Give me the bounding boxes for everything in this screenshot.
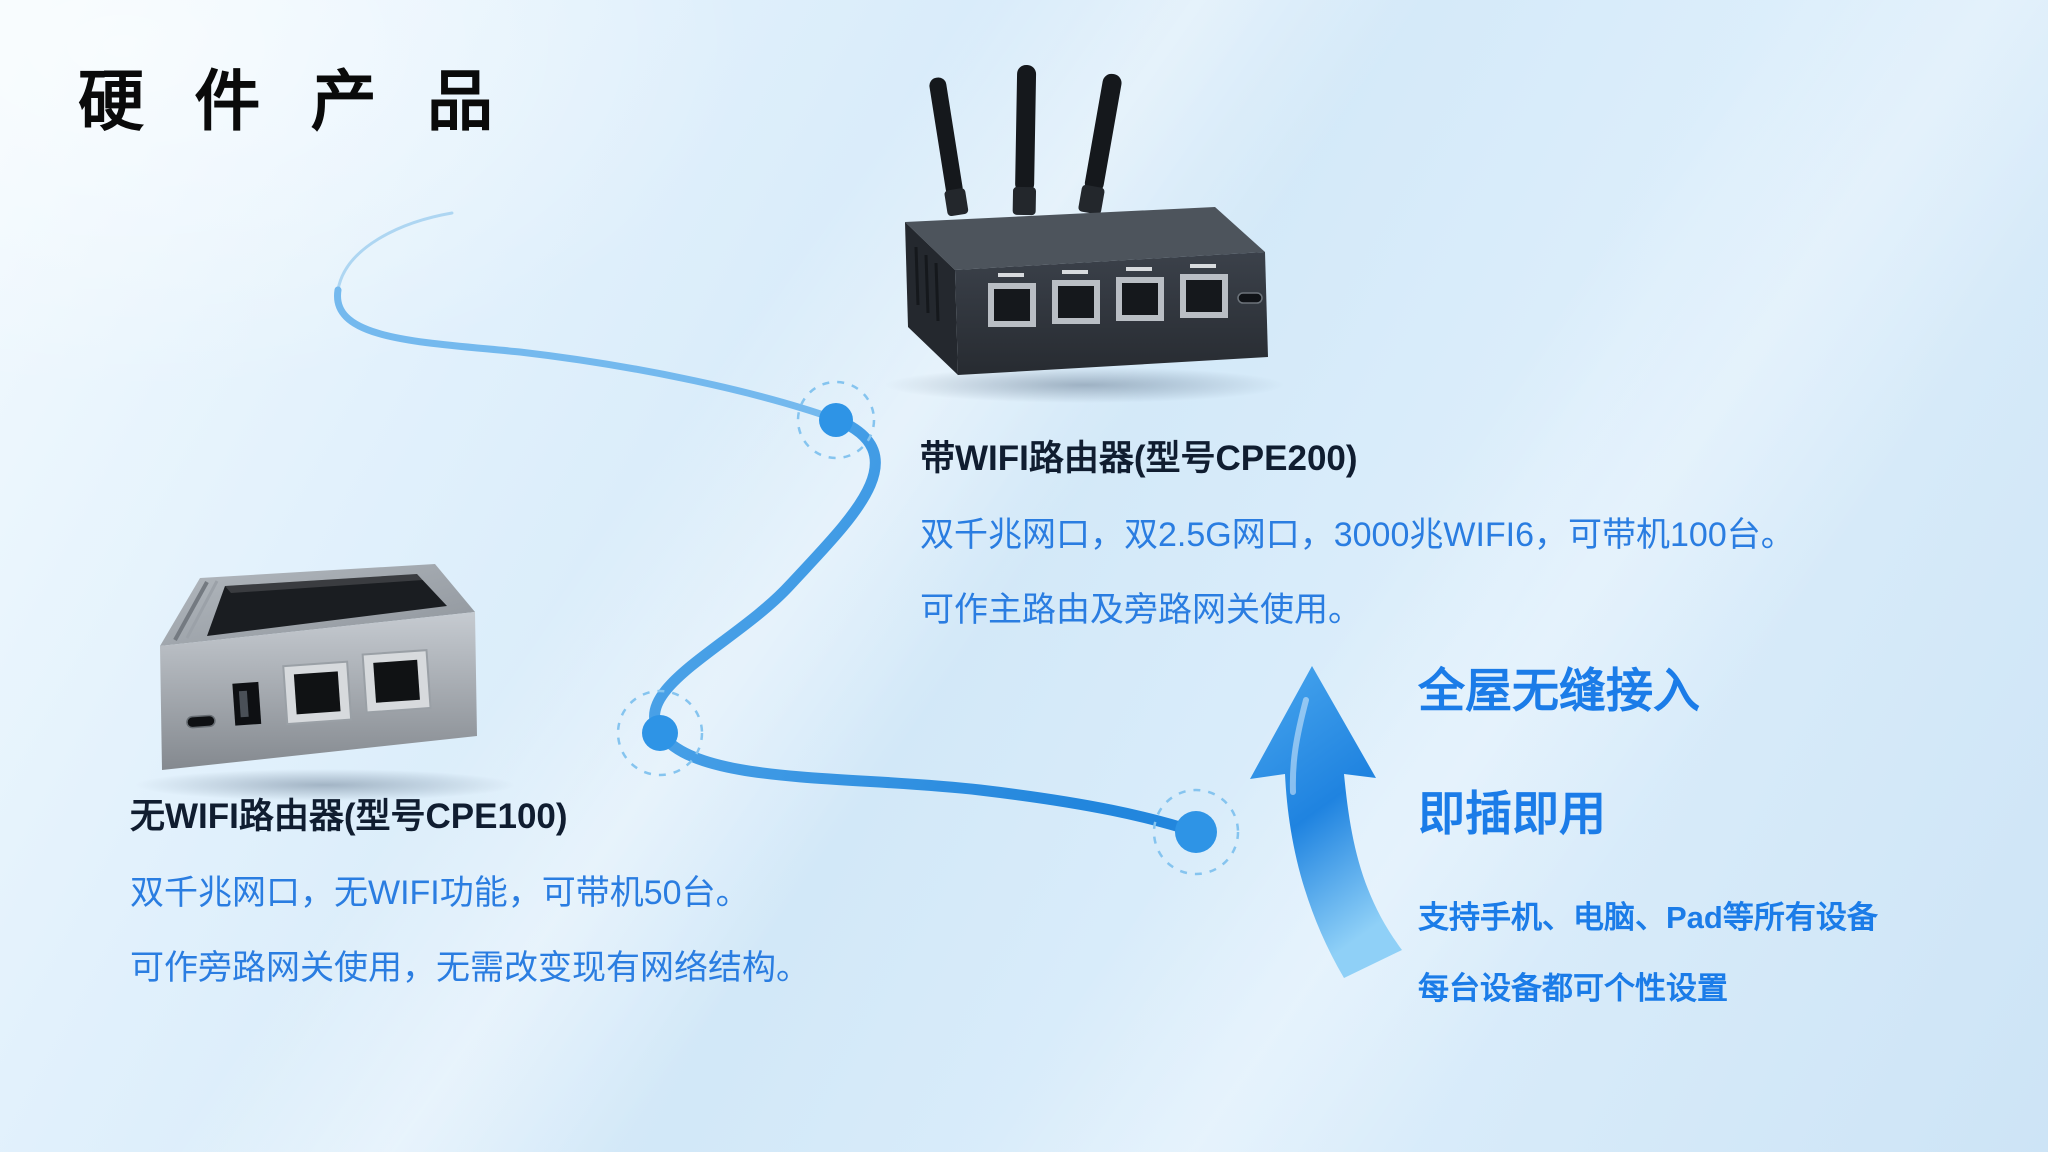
antenna-icon xyxy=(1078,73,1122,215)
ethernet-port-icon xyxy=(1116,267,1164,321)
feature-headline-1: 全屋无缝接入 xyxy=(1418,664,1700,717)
ethernet-port-icon xyxy=(361,649,432,714)
product-desc-2: 可作主路由及旁路网关使用。 xyxy=(920,591,1362,629)
product-cpe100-info: 无WIFI路由器(型号CPE100) 双千兆网口，无WIFI功能，可带机50台。… xyxy=(130,788,930,1015)
ethernet-port-icon xyxy=(1180,264,1228,318)
ethernet-port-icon xyxy=(1052,270,1100,324)
ethernet-port-icon xyxy=(282,660,353,726)
product-name: 带WIFI路由器(型号CPE200) xyxy=(920,439,1358,478)
page-title: 硬 件 产 品 xyxy=(78,64,510,138)
connector-node xyxy=(796,380,876,460)
product-desc-2: 可作旁路网关使用，无需改变现有网络结构。 xyxy=(130,949,810,987)
feature-point-2: 每台设备都可个性设置 xyxy=(1418,971,1728,1006)
antenna-icon xyxy=(929,77,969,217)
curve-mid-segment xyxy=(334,286,842,424)
antenna-icon xyxy=(1012,65,1037,216)
product-desc-1: 双千兆网口，无WIFI功能，可带机50台。 xyxy=(130,874,750,912)
device-shadow xyxy=(885,367,1285,403)
usb-c-port-icon xyxy=(186,714,216,729)
feature-point-1: 支持手机、电脑、Pad等所有设备 xyxy=(1418,900,1878,935)
cpe100-photo xyxy=(135,564,515,801)
product-cpe200-info: 带WIFI路由器(型号CPE200) 双千兆网口，双2.5G网口，3000兆WI… xyxy=(920,430,1900,657)
cpe200-photo xyxy=(885,65,1285,403)
ethernet-port-icon xyxy=(988,273,1036,327)
up-arrow-icon xyxy=(1250,666,1402,978)
usb-a-port-icon xyxy=(232,681,262,726)
product-name: 无WIFI路由器(型号CPE100) xyxy=(130,797,568,836)
features-block: 全屋无缝接入 即插即用 支持手机、电脑、Pad等所有设备 每台设备都可个性设置 xyxy=(1418,652,1978,1034)
usb-c-port-icon xyxy=(1237,292,1263,304)
connector-node xyxy=(1152,788,1240,876)
device-shadow xyxy=(135,769,515,801)
feature-headline-2: 即插即用 xyxy=(1418,787,1606,840)
connector-node xyxy=(616,689,704,777)
product-desc-1: 双千兆网口，双2.5G网口，3000兆WIFI6，可带机100台。 xyxy=(920,516,1795,554)
curve-thin-segment xyxy=(336,211,454,292)
